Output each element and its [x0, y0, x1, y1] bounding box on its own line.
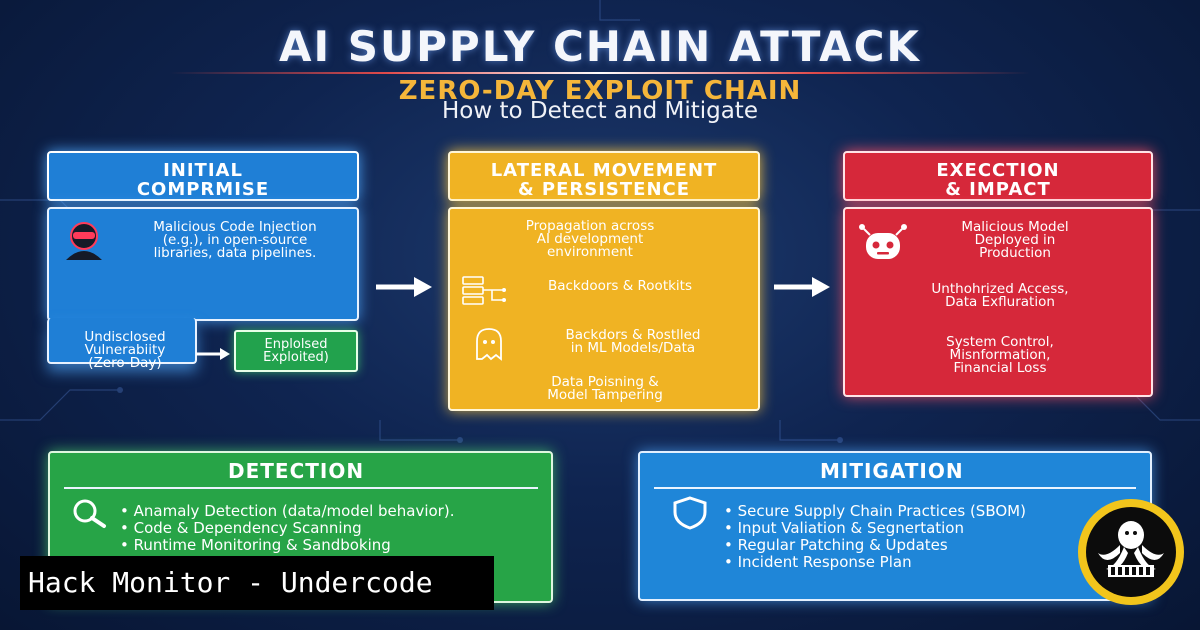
stage-item-text: Backdoors & Rootkits	[547, 278, 693, 294]
stage-item-text: Malicious Code Injection (e.g.), in open…	[153, 219, 317, 261]
server-icon	[462, 276, 506, 305]
detection-list: Anamaly Detection (data/model behavior).…	[120, 503, 455, 554]
mitigation-list: Secure Supply Chain Practices (SBOM) Inp…	[724, 503, 1026, 571]
list-item: Code & Dependency Scanning	[120, 520, 454, 537]
page-title: AI SUPPLY CHAIN ATTACK	[279, 22, 921, 71]
arrow-right-icon	[774, 277, 830, 297]
mitigation-title: MITIGATION	[820, 459, 964, 483]
exploited-callout: Enplolsed Exploited)	[234, 330, 358, 372]
stage-item-text: Malicious Model Deployed in Production	[961, 219, 1069, 261]
stage-title-line: LATERAL MOVEMENT	[490, 160, 718, 181]
arrow-right-icon	[196, 348, 230, 360]
stage-initial-compromise-panel-tail	[47, 318, 197, 364]
arrow-right-icon	[376, 277, 432, 297]
list-item: Anamaly Detection (data/model behavior).	[120, 503, 455, 520]
stage-initial-compromise-header: INITIAL COMPRMISE	[47, 151, 359, 201]
stage-item-text: Propagation across AI development enviro…	[525, 218, 655, 260]
list-item: Runtime Monitoring & Sandboking	[120, 537, 454, 554]
page-tagline: How to Detect and Mitigate	[442, 98, 758, 124]
stage-title-line: EXECCTION	[936, 160, 1060, 181]
stage-item-text: System Control, Misnformation, Financial…	[946, 334, 1054, 376]
list-item: Input Valiation & Segnertation	[724, 520, 1026, 537]
mitigation-title-underline	[654, 487, 1136, 489]
stage-title-line: & IMPACT	[945, 179, 1051, 200]
stage-item-text: Undisclosed Vulnerabiity (Zero-Day)	[84, 329, 166, 371]
list-item: Incident Response Plan	[724, 554, 1026, 571]
detection-title: DETECTION	[228, 459, 365, 483]
magnifier-icon	[73, 499, 106, 528]
shield-icon	[673, 496, 707, 530]
list-item: Regular Patching & Updates	[724, 537, 1026, 554]
hacker-icon	[66, 222, 102, 260]
title-divider	[170, 72, 1030, 74]
stage-item-text: Unthohrized Access, Data Exfluration	[931, 281, 1069, 310]
list-item: Secure Supply Chain Practices (SBOM)	[724, 503, 1026, 520]
stage-initial-compromise-panel	[47, 207, 359, 321]
detection-title-underline	[64, 487, 538, 489]
stage-execution-impact-panel	[843, 207, 1153, 397]
stage-execution-impact-header: EXECCTION & IMPACT	[843, 151, 1153, 201]
ghost-icon	[476, 328, 502, 361]
stage-lateral-movement-header: LATERAL MOVEMENT & PERSISTENCE	[448, 151, 760, 201]
octopus-logo-icon	[1078, 499, 1184, 605]
brand-label: Hack Monitor - Undercode	[20, 556, 494, 610]
stage-title-line: & PERSISTENCE	[517, 179, 691, 200]
page-subtitle: ZERO-DAY EXPLOIT CHAIN	[398, 76, 802, 106]
stage-lateral-movement-panel	[448, 207, 760, 411]
stage-item-text: Data Poisning & Model Tampering	[547, 374, 663, 403]
stage-title-line: COMPRMISE	[136, 179, 270, 200]
robot-icon	[859, 224, 907, 259]
stage-title-line: INITIAL	[163, 160, 243, 181]
stage-item-text: Backdors & Rostlled in ML Models/Data	[565, 327, 701, 356]
